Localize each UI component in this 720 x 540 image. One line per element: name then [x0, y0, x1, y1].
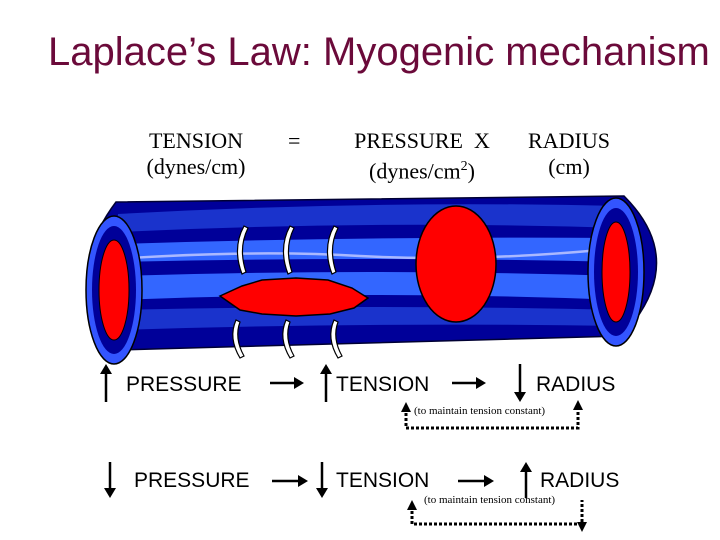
pressure-label-row1: PRESSURE	[126, 373, 242, 396]
tension-label: TENSION	[148, 128, 244, 153]
equals-sign: =	[288, 128, 301, 153]
pressure-unit: (dynes/cm2)	[369, 158, 475, 184]
arrow-right-icon	[458, 475, 494, 487]
arrow-up-icon	[100, 364, 112, 402]
radius-unit: (cm)	[548, 154, 590, 179]
note-row1: (to maintain tension constant)	[414, 405, 546, 417]
note-row2: (to maintain tension constant)	[424, 494, 556, 506]
stretched-red-cell	[218, 277, 370, 317]
equation-pressure: PRESSURE X (dynes/cm2)	[336, 128, 508, 184]
arrow-right-icon	[270, 377, 304, 389]
left-vessel-opening	[85, 215, 143, 365]
arrow-right-icon	[272, 475, 308, 487]
page-title: Laplace’s Law: Myogenic mechanism	[48, 30, 710, 74]
tension-label-row1: TENSION	[336, 373, 430, 396]
arrow-down-icon	[316, 462, 328, 498]
tension-unit: (dynes/cm)	[146, 154, 246, 179]
pressure-arrow-icons-bottom	[232, 319, 343, 359]
right-vessel-opening	[587, 197, 645, 347]
pressure-label-row2: PRESSURE	[134, 469, 250, 492]
radius-label-row1: RADIUS	[536, 373, 616, 396]
arrow-right-icon	[452, 377, 486, 389]
equation-radius: RADIUS (cm)	[510, 128, 628, 180]
radius-label-row2: RADIUS	[540, 469, 620, 492]
arrow-down-icon	[514, 364, 526, 402]
dotted-bracket-row1	[401, 400, 583, 430]
tension-label-row2: TENSION	[336, 469, 430, 492]
dotted-bracket-row2	[407, 500, 587, 532]
arrow-up-icon	[520, 462, 532, 498]
pressure-arrow-icons-top	[236, 225, 339, 275]
pressure-times-label: PRESSURE X	[354, 128, 490, 153]
center-red-cell	[415, 205, 497, 323]
equation-tension: TENSION (dynes/cm)	[128, 128, 264, 180]
radius-label: RADIUS	[528, 128, 610, 153]
arrow-down-icon	[104, 462, 116, 498]
arrow-up-icon	[320, 364, 332, 402]
vessel-body	[87, 195, 658, 351]
